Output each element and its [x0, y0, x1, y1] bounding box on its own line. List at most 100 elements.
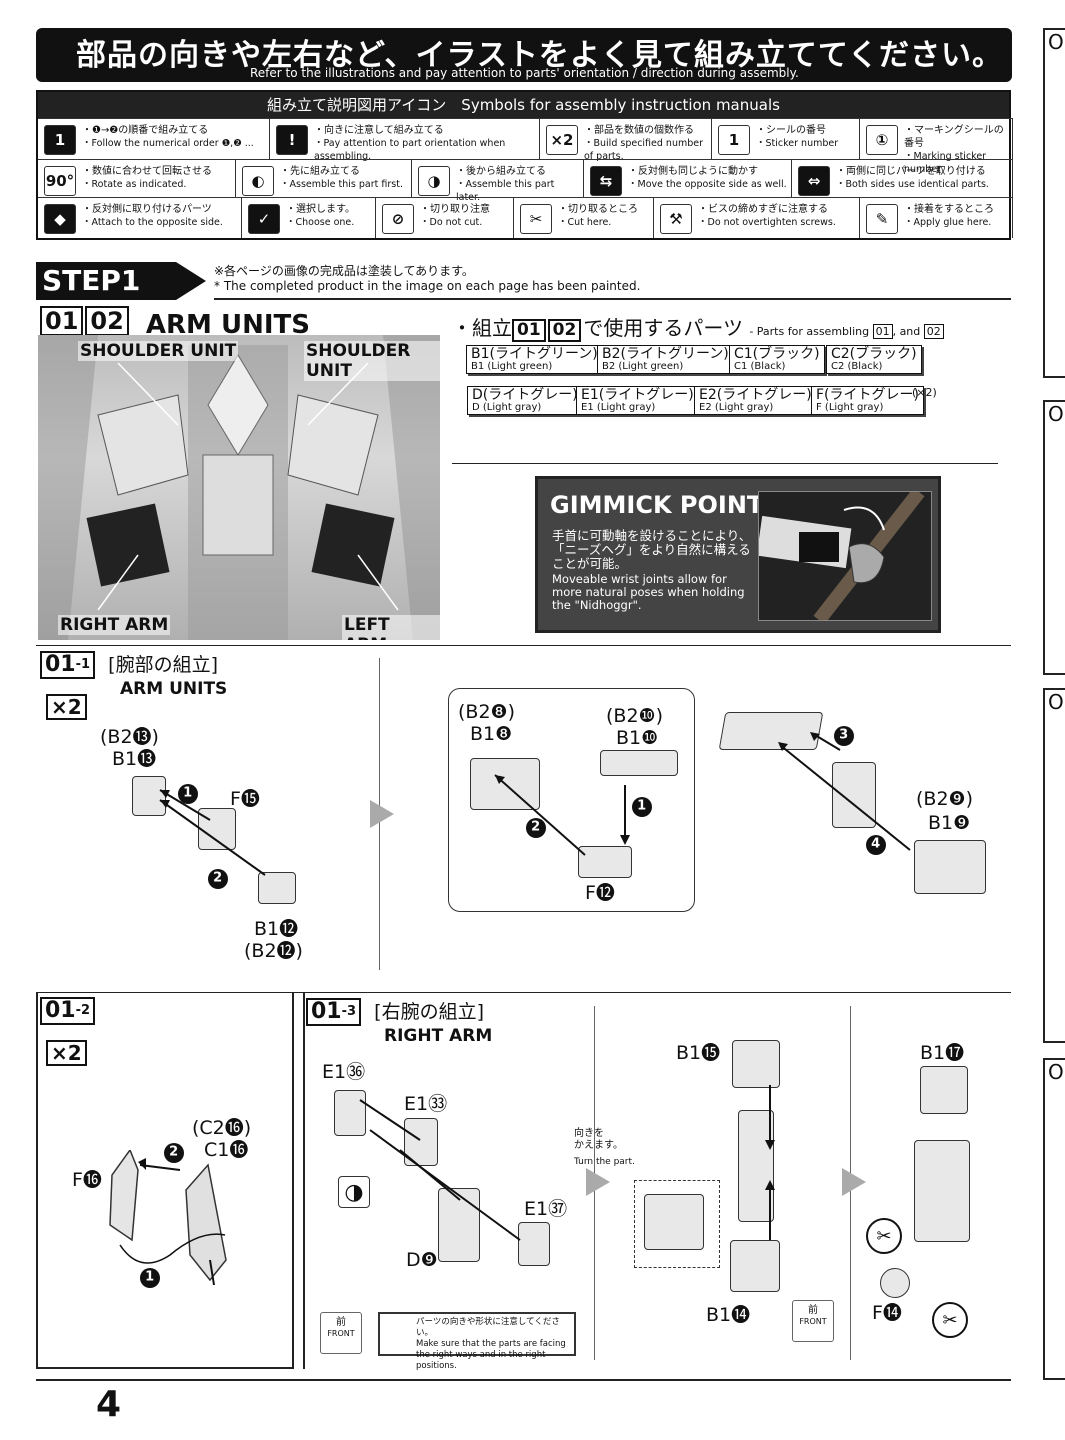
- label-f16: F⓰: [72, 1169, 102, 1191]
- part-runner-en: E2 (Light gray): [699, 402, 774, 413]
- symbol-text-en: ・Marking sticker number: [904, 151, 987, 175]
- step-01-3-title: 01-3 [右腕の組立] RIGHT ARM: [306, 997, 492, 1046]
- side-page-fragment: O: [1043, 688, 1065, 1043]
- part-f14: [880, 1268, 910, 1298]
- symbol-text-jp: ・反対側に取り付けるパーツ: [82, 204, 212, 215]
- symbol-icon: ⊘: [382, 204, 414, 234]
- symbol-text-jp: ・数値に合わせて回転させる: [82, 166, 212, 177]
- symbol-item: ✎・接着をするところ・Apply glue here.: [860, 197, 1013, 238]
- part-runner-code: C1(ブラック): [734, 346, 820, 362]
- parts-title-en: - Parts for assembling 01, and 02: [749, 324, 944, 339]
- part-runner-code: B2(ライトグリーン): [602, 346, 729, 362]
- label-b1-17: B1⓱: [920, 1042, 965, 1064]
- count-x2: ×2: [46, 1040, 87, 1066]
- symbol-item: ⚒・ビスの締めすぎに注意する・Do not overtighten screws…: [654, 197, 860, 238]
- divider: [36, 992, 1011, 993]
- symbol-icon: ⚒: [660, 204, 692, 234]
- part-runner-code: F(ライトグレー): [816, 387, 919, 403]
- turn-note-en: Turn the part.: [574, 1157, 635, 1167]
- symbol-text-jp: ・マーキングシールの番号: [904, 125, 1004, 149]
- symbol-text: ・数値に合わせて回転させる・Rotate as indicated.: [82, 165, 233, 191]
- part-runner-en: D (Light gray): [472, 402, 542, 413]
- step-01-2-title: 01-2: [40, 997, 96, 1025]
- step-01-1-jp: [腕部の組立]: [108, 654, 218, 676]
- gimmick-point-panel: GIMMICK POINT 手首に可動軸を設けることにより、「ニーズヘグ」をより…: [535, 476, 941, 633]
- assembly-arrows-4: [359, 1099, 521, 1241]
- side-page-fragment: O: [1043, 28, 1065, 378]
- caution-en: Make sure that the parts are facing the …: [416, 1339, 566, 1371]
- symbol-text-en: ・Pay attention to part orientation when …: [314, 138, 506, 162]
- symbol-icon: !: [276, 125, 308, 155]
- label-d9: D❾: [406, 1249, 438, 1271]
- symbol-text: ・選択します。・Choose one.: [286, 203, 373, 229]
- symbol-text: ・シールの番号・Sticker number: [756, 124, 857, 150]
- paint-note-en: * The completed product in the image on …: [214, 279, 641, 293]
- symbol-item: 1・❶→❷の順番で組み立てる・Follow the numerical orde…: [38, 118, 270, 159]
- parts-title-post: で使用するパーツ: [583, 316, 743, 340]
- step-01-1-en: ARM UNITS: [120, 679, 228, 699]
- step-01-1-num: 01-1: [40, 651, 96, 679]
- assembly-arrows-2: [494, 774, 630, 856]
- step-01-2-panel: [36, 993, 294, 1369]
- symbol-item: ⇔・両側に同じパーツを取り付ける・Both sides use identica…: [792, 159, 1013, 197]
- part-e1-36: [334, 1090, 366, 1136]
- page-number: 4: [96, 1384, 122, 1425]
- divider: [36, 1379, 1011, 1381]
- label-shoulder-unit-right: SHOULDER UNIT: [304, 341, 440, 381]
- label-b1-9: B1❾: [928, 812, 971, 834]
- label-shoulder-unit-left: SHOULDER UNIT: [78, 341, 239, 361]
- symbol-item: ×2・部品を数値の個数作る・Build specified number of …: [540, 118, 712, 162]
- part-runner-en: B2 (Light green): [602, 361, 684, 372]
- symbol-text-en: ・Choose one.: [286, 217, 355, 228]
- part-runner-label: D(ライトグレー)D (Light gray): [467, 386, 583, 415]
- banner-title-jp: 部品の向きや左右など、イラストをよく見て組み立ててください。: [76, 38, 1003, 73]
- symbol-item: 90°・数値に合わせて回転させる・Rotate as indicated.: [38, 159, 236, 197]
- next-arrow-icon: [586, 1168, 610, 1196]
- symbol-item: ◑・後から組み立てる・Assemble this part later.: [412, 159, 584, 203]
- paint-note: ※各ページの画像の完成品は塗装してあります。 * The completed p…: [214, 264, 640, 294]
- label-c1-16: C1⓰: [204, 1139, 249, 1161]
- gimmick-text-en: Moveable wrist joints allow for more nat…: [552, 572, 745, 612]
- symbol-text: ・切り取り注意・Do not cut.: [420, 203, 511, 229]
- symbol-text-jp: ・先に組み立てる: [280, 166, 360, 177]
- do-not-cut-icon: ✂: [866, 1218, 902, 1254]
- subassembly-box: [448, 688, 695, 912]
- arm-units-heading: ARM UNITS: [145, 309, 310, 340]
- turn-note-jp: 向きを かえます。: [574, 1128, 623, 1151]
- symbol-text-en: ・Sticker number: [756, 138, 839, 149]
- symbol-icon: 1: [718, 125, 750, 155]
- part-runner-en: F (Light gray): [816, 402, 884, 413]
- next-arrow-icon: [842, 1168, 866, 1196]
- symbol-text: ・マーキングシールの番号・Marking sticker number: [904, 124, 1010, 176]
- part-f12: [578, 846, 632, 878]
- label-e1-36: E1㊱: [322, 1061, 366, 1083]
- symbol-text: ・両側に同じパーツを取り付ける・Both sides use identical…: [836, 165, 1010, 191]
- step-01-3-num: 01-3: [306, 998, 362, 1026]
- label-b1-8: B1❽: [470, 723, 513, 745]
- part-b1-17: [920, 1066, 968, 1114]
- symbol-item: ⊘・切り取り注意・Do not cut.: [376, 197, 514, 238]
- symbol-item: ◆・反対側に取り付けるパーツ・Attach to the opposite si…: [38, 197, 242, 238]
- f-count: (×2): [912, 386, 937, 399]
- assemble-later-icon: ◑: [338, 1176, 370, 1208]
- label-b1-12: B1⓬: [254, 918, 299, 940]
- assembly-arrows-1: [159, 789, 266, 876]
- do-not-cut-icon: ✂: [932, 1302, 968, 1338]
- gimmick-text-jp: 手首に可動軸を設けることにより、「ニーズヘグ」をより自然に構えることが可能。: [552, 528, 752, 571]
- shield-parts-drawing: [109, 1150, 227, 1286]
- banner-title-en: Refer to the illustrations and pay atten…: [250, 66, 799, 80]
- symbol-text-en: ・Rotate as indicated.: [82, 179, 187, 190]
- detail-inset: [634, 1180, 720, 1268]
- step-01-3-jp: [右腕の組立]: [374, 1001, 484, 1023]
- part-arm-frame: [738, 1110, 774, 1222]
- symbol-text-jp: ・接着をするところ: [904, 204, 994, 215]
- part-runner-en: E1 (Light gray): [581, 402, 656, 413]
- symbol-text-en: ・Move the opposite side as well.: [628, 179, 787, 190]
- symbols-header: 組み立て説明図用アイコン Symbols for assembly instru…: [38, 92, 1009, 118]
- step-01-2-num: 01-2: [40, 997, 96, 1025]
- label-e1-33: E1㉝: [404, 1093, 448, 1115]
- symbol-icon: ◐: [242, 166, 274, 196]
- symbol-icon: 1: [44, 125, 76, 155]
- symbol-text: ・切り取るところ・Cut here.: [558, 203, 651, 229]
- label-c2-16: (C2⓰): [192, 1117, 252, 1139]
